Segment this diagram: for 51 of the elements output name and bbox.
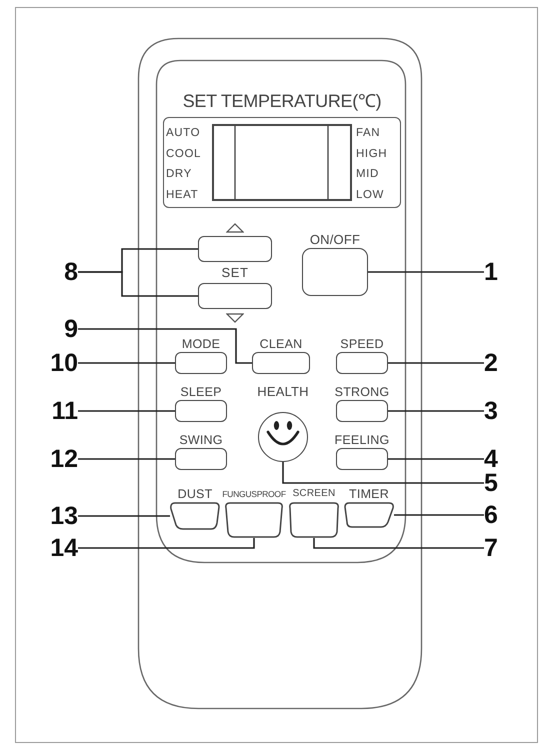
leader-line	[78, 328, 252, 364]
callout-number: 3	[484, 400, 498, 422]
indicator-label: HIGH	[356, 146, 388, 161]
button-label: ON/OFF	[310, 233, 360, 247]
display-heading: SET TEMPERATURE(℃)	[182, 90, 382, 112]
button-label: SCREEN	[292, 487, 336, 501]
indicator-label: AUTO	[166, 126, 200, 140]
button-label: FEELING	[334, 433, 390, 447]
leader-line	[282, 462, 484, 484]
callout-number: 2	[484, 352, 498, 374]
callout-number: 1	[484, 261, 498, 283]
indicator-label: HEAT	[166, 188, 198, 202]
callout-number: 10	[50, 352, 78, 374]
leader-line	[394, 514, 484, 516]
indicator-label: DRY	[166, 167, 192, 182]
button-label: SLEEP	[180, 385, 222, 399]
leader-line	[313, 538, 484, 549]
callout-number: 5	[484, 472, 498, 494]
button-label: HEALTH	[257, 385, 309, 399]
callout-number: 8	[64, 261, 78, 283]
callout-number: 4	[484, 448, 498, 470]
button-label: MODE	[182, 337, 220, 351]
button-label: DUST	[178, 487, 212, 501]
callout-number: 9	[64, 318, 78, 340]
button-label: SPEED	[340, 337, 384, 351]
indicator-label: LOW	[356, 188, 384, 202]
leader-line	[78, 362, 175, 364]
leader-line	[78, 410, 175, 412]
indicator-label: MID	[356, 167, 379, 182]
button-label: CLEAN	[260, 337, 302, 351]
leader-line	[388, 458, 484, 460]
callout-number: 11	[52, 400, 78, 422]
callout-number: 14	[50, 537, 78, 559]
indicator-label: COOL	[166, 146, 201, 161]
callout-number: 12	[50, 448, 78, 470]
button-label: FUNGUSPROOF	[222, 488, 286, 501]
callout-number: 13	[50, 505, 78, 527]
leader-line	[78, 458, 175, 460]
callout-number: 6	[484, 504, 498, 526]
leader-line	[78, 271, 198, 297]
leader-line	[78, 515, 170, 517]
button-label: STRONG	[334, 385, 390, 399]
button-label: TIMER	[349, 487, 389, 501]
callout-number: 7	[484, 537, 498, 559]
leader-line	[388, 410, 484, 412]
leader-line	[368, 271, 484, 273]
leader-line	[388, 362, 484, 364]
button-label: SET	[221, 266, 249, 280]
indicator-label: FAN	[356, 126, 380, 140]
button-label: SWING	[179, 433, 223, 447]
leader-line	[78, 538, 255, 549]
